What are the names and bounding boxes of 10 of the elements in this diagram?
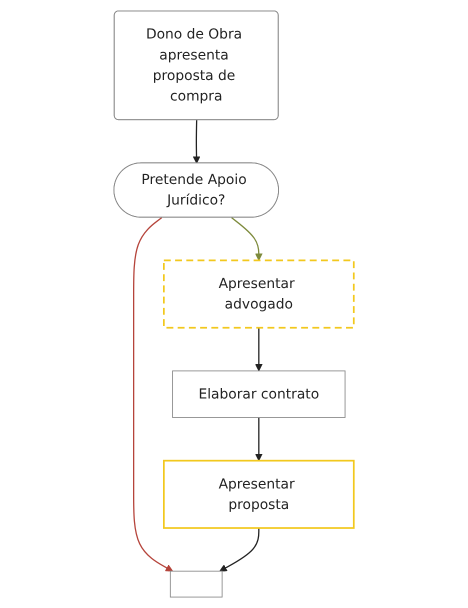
node-box: Apresentar advogado xyxy=(163,260,355,329)
arrow xyxy=(255,418,263,462)
arrow xyxy=(192,120,200,164)
node-box: Apresentar proposta xyxy=(163,460,355,529)
arrow xyxy=(255,328,263,372)
arrow xyxy=(220,528,260,572)
node-box: Elaborar contrato xyxy=(172,370,346,418)
node-box xyxy=(170,570,223,598)
arrow xyxy=(231,217,263,261)
arrow xyxy=(133,217,174,572)
